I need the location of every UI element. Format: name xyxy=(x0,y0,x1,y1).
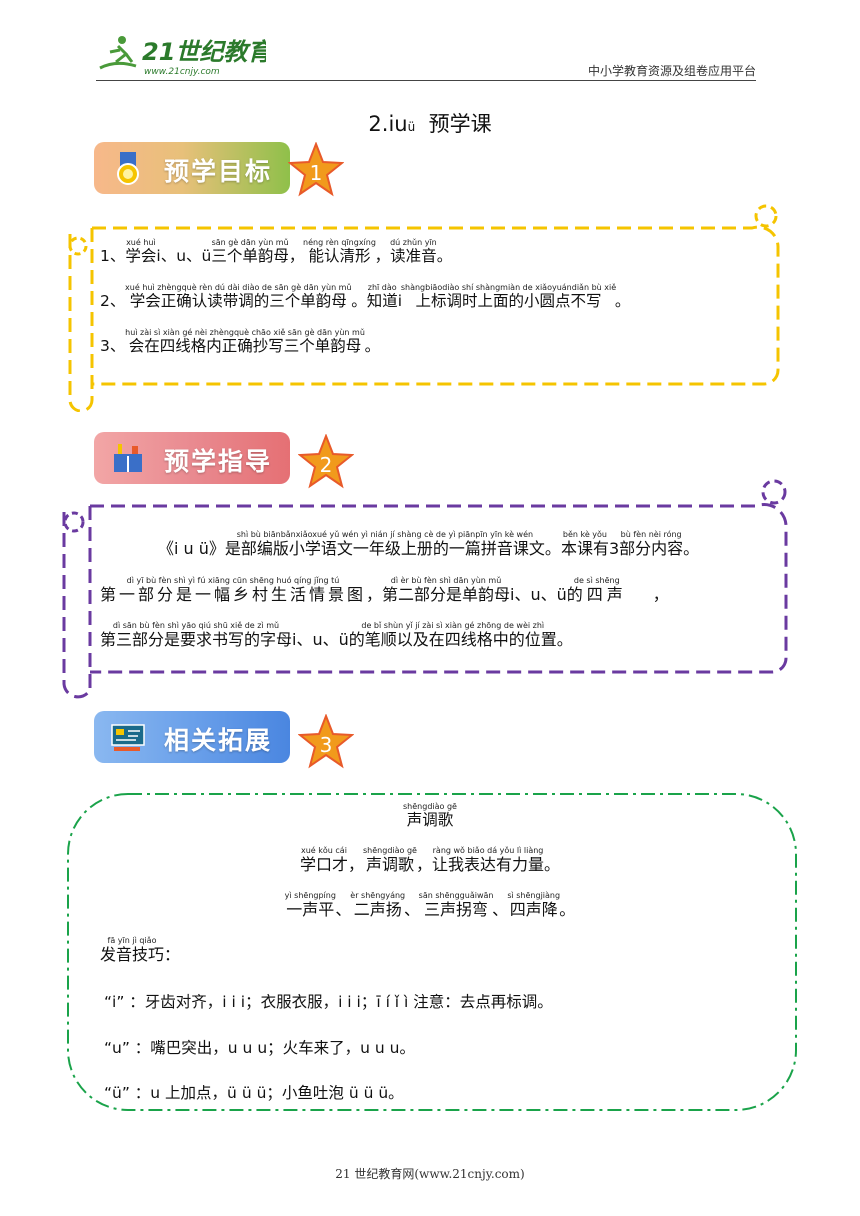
guide-p1-a: 《i u ü》 xyxy=(158,539,225,558)
header-divider xyxy=(96,80,756,81)
section-header-extension: 相关拓展 xyxy=(94,711,290,763)
goal-2-t6: 。 xyxy=(614,292,631,310)
guide-p2-c: 第二部分是单韵母dì èr bù fèn shì dān yùn mǔ xyxy=(382,576,511,604)
guide-p3-c: 的笔顺以及在四线格中的位置de bǐ shùn yǐ jí zài sì xià… xyxy=(348,621,557,649)
song-l2-a: 一声平yì shēngpíng xyxy=(284,891,336,919)
goal-2: 2、学会正确认读带调的三个单韵母xué huì zhèngquè rèn dú … xyxy=(100,283,630,309)
platform-name: 中小学教育资源及组卷应用平台 xyxy=(587,64,756,78)
tip-v: “ü” ：u 上加点，ü ü ü；小鱼吐泡 ü ü ü。 xyxy=(104,1084,404,1102)
guide-p2-e: 的四声de sì shēng xyxy=(566,576,627,604)
goal-1-sange: 三个单韵母sān gè dān yùn mǔ xyxy=(211,238,289,265)
number-star-1: 1 xyxy=(288,142,344,197)
guide-p1-c: 。 xyxy=(544,539,561,558)
footer: 21 世纪教育网(www.21cnjy.com) xyxy=(335,1167,525,1181)
song-l2-f: 、 xyxy=(492,900,509,919)
tips-colon: ： xyxy=(164,945,181,964)
guide-p1-g: 。 xyxy=(683,539,700,558)
guide-p1-f: 部分内容bù fèn nèi róng xyxy=(619,530,684,558)
logo-text: 21世纪教育 xyxy=(142,38,266,66)
section-label-guide: 预学指导 xyxy=(164,447,273,476)
song-l1-c: 声调歌shēngdiào gē xyxy=(363,846,417,874)
title-rest: 预学课 xyxy=(428,112,492,136)
goal-2-t5: 上标调时上面的小圆点不写shàngbiāodiào shí shàngmiàn … xyxy=(400,283,617,310)
goal-3-t2: 。 xyxy=(364,337,381,355)
goal-2-t2: 。 xyxy=(351,292,367,310)
song-l2-b: 、 xyxy=(335,900,352,919)
book-icon xyxy=(114,444,142,472)
goal-1-duzhun: 读准音dú zhǔn yīn xyxy=(390,238,437,265)
goal-1-xuehui: 学会xué huì xyxy=(125,238,157,265)
blackboard-icon xyxy=(111,724,145,751)
song-l2-g: 四声降sì shēngjiàng xyxy=(507,891,561,919)
extension-box xyxy=(67,793,797,1111)
tips-label-ruby: 发音技巧fā yīn jì qiǎo xyxy=(100,936,165,964)
guide-p2-a: 第一部分是一幅乡村生活情景图dì yī bù fèn shì yì fú xiā… xyxy=(100,576,367,604)
song-l1-f: 。 xyxy=(544,855,561,874)
goal-1: 1、学会xué huìi、u、ü三个单韵母sān gè dān yùn mǔ，能… xyxy=(100,238,452,264)
goals-box xyxy=(68,204,780,412)
tip-i: “i” ：牙齿对齐，i i i；衣服衣服，i i i；ī í ǐ ì 注意：去点… xyxy=(104,993,553,1011)
guide-p1-d: 本课有běn kè yǒu xyxy=(560,530,609,558)
guide-p1-b: 是部编版小学语文一年级上册的一篇拼音课文shì bù biānbǎnxiǎoxu… xyxy=(224,530,545,558)
page-title: 2.iuü 预学课 xyxy=(0,108,860,138)
guide-p3-b: i、u、ü xyxy=(292,630,349,649)
guide-p2-f: ， xyxy=(652,585,669,604)
section-header-goals: 预学目标 xyxy=(94,142,290,194)
song-l2-c: 二声扬èr shēngyáng xyxy=(350,891,406,919)
goal-1-end: 。 xyxy=(436,247,453,265)
title-small: ü xyxy=(407,120,416,134)
section-header-guide: 预学指导 xyxy=(94,432,290,484)
song-l1-e: 让我表达有力量ràng wǒ biǎo dá yǒu lì liàng xyxy=(432,846,545,874)
goal-3-prefix: 3、 xyxy=(100,337,126,355)
section-label-goals: 预学目标 xyxy=(164,157,273,186)
guide-p2: 第一部分是一幅乡村生活情景图dì yī bù fèn shì yì fú xiā… xyxy=(100,576,669,603)
guide-p2-b: ， xyxy=(366,585,383,604)
goal-1-nengren: 能认清形néng rèn qīngxíng xyxy=(303,238,376,265)
guide-p3-d: 。 xyxy=(556,630,573,649)
song-title: 声调歌shēngdiào gē xyxy=(0,802,860,828)
tips-label: 发音技巧fā yīn jì qiǎo： xyxy=(100,936,180,963)
goal-2-t1: 学会正确认读带调的三个单韵母xué huì zhèngquè rèn dú dà… xyxy=(125,283,352,310)
number-star-2: 2 xyxy=(298,434,354,489)
goal-1-letters: i、u、ü xyxy=(156,247,212,265)
song-title-ruby: 声调歌shēngdiào gē xyxy=(403,802,457,829)
goal-1-prefix: 1、 xyxy=(100,247,126,265)
guide-p3-a: 第三部分是要求书写的字母dì sān bù fèn shì yāo qiú sh… xyxy=(100,621,293,649)
title-main: 2.iu xyxy=(368,112,408,136)
guide-p1: 《i u ü》是部编版小学语文一年级上册的一篇拼音课文shì bù biānbǎ… xyxy=(158,530,699,557)
song-l2-h: 。 xyxy=(559,900,576,919)
goal-2-prefix: 2、 xyxy=(100,292,126,310)
song-l2-e: 三声拐弯sān shēngguǎiwān xyxy=(418,891,494,919)
goal-1-comma: ， xyxy=(288,247,305,265)
goal-3-t1: 会在四线格内正确抄写三个单韵母huì zài sì xiàn gé nèi zh… xyxy=(125,328,365,355)
number-2: 2 xyxy=(320,453,333,477)
tip-u: “u” ：嘴巴突出，u u u；火车来了，u u u。 xyxy=(104,1039,415,1057)
song-l1-a: 学口才xué kǒu cái xyxy=(299,846,348,874)
number-1: 1 xyxy=(310,161,323,185)
number-star-3: 3 xyxy=(298,714,354,769)
song-l1-b: ， xyxy=(347,855,364,874)
goal-2-t4: i xyxy=(397,292,403,310)
song-line-1: 学口才xué kǒu cái，声调歌shēngdiào gē，让我表达有力量rà… xyxy=(0,846,860,873)
logo-url: www.21cnjy.com xyxy=(144,67,220,77)
guide-p3: 第三部分是要求书写的字母dì sān bù fèn shì yāo qiú sh… xyxy=(100,621,573,648)
site-logo: 21世纪教育 www.21cnjy.com xyxy=(96,32,275,80)
number-3: 3 xyxy=(320,733,333,757)
song-l2-d: 、 xyxy=(404,900,421,919)
medal-icon xyxy=(117,152,139,185)
song-line-2: 一声平yì shēngpíng、二声扬èr shēngyáng、三声拐弯sān … xyxy=(0,891,860,918)
song-l1-d: ， xyxy=(415,855,432,874)
section-label-extension: 相关拓展 xyxy=(164,726,273,755)
goal-3: 3、会在四线格内正确抄写三个单韵母huì zài sì xiàn gé nèi … xyxy=(100,328,380,354)
goal-1-comma2: ， xyxy=(374,247,391,265)
goal-2-t3: 知道zhī dào xyxy=(366,283,398,310)
guide-p1-e: 3 xyxy=(608,539,620,558)
guide-p2-d: i、u、ü xyxy=(510,585,567,604)
guide-box xyxy=(62,479,788,699)
